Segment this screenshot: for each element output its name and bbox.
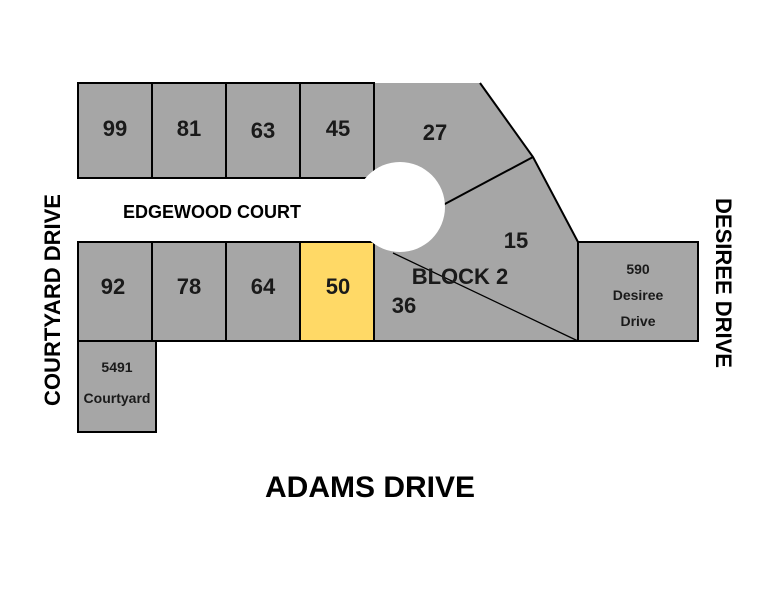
lot-line-15-36 xyxy=(392,252,579,342)
lot-64[interactable]: 64 xyxy=(225,241,301,342)
svg-text:50: 50 xyxy=(326,274,350,299)
street-courtyard-drive: COURTYARD DRIVE xyxy=(40,194,65,406)
svg-text:81: 81 xyxy=(177,116,201,141)
lot-92[interactable]: 92 xyxy=(77,241,153,342)
block-label: BLOCK 2 xyxy=(412,264,509,289)
svg-text:Desiree: Desiree xyxy=(613,287,664,303)
lot-15: 15 xyxy=(504,228,528,253)
street-adams-drive: ADAMS DRIVE xyxy=(265,471,475,504)
lot-99[interactable]: 99 xyxy=(77,82,153,179)
street-edgewood-court: EDGEWOOD COURT xyxy=(123,202,301,222)
lot-27: 27 xyxy=(423,120,447,145)
lot-line-27-15 xyxy=(442,156,534,206)
lot-50-highlighted[interactable]: 50 xyxy=(299,241,375,342)
svg-text:99: 99 xyxy=(103,116,127,141)
svg-text:5491: 5491 xyxy=(101,359,132,375)
svg-text:92: 92 xyxy=(101,274,125,299)
lot-45[interactable]: 45 xyxy=(299,82,375,179)
lot-78[interactable]: 78 xyxy=(151,241,227,342)
cul-de-sac xyxy=(355,162,445,252)
svg-text:Courtyard: Courtyard xyxy=(84,390,151,406)
svg-text:Drive: Drive xyxy=(620,313,655,329)
street-desiree-drive: DESIREE DRIVE xyxy=(711,198,736,368)
lot-63[interactable]: 63 xyxy=(225,82,301,179)
svg-text:45: 45 xyxy=(326,116,350,141)
lot-36: 36 xyxy=(392,293,416,318)
svg-text:78: 78 xyxy=(177,274,201,299)
svg-text:590: 590 xyxy=(626,261,650,277)
lot-81[interactable]: 81 xyxy=(151,82,227,179)
svg-text:63: 63 xyxy=(251,118,275,143)
svg-text:64: 64 xyxy=(251,274,276,299)
lot-5491-courtyard[interactable]: 5491 Courtyard xyxy=(77,340,157,433)
lots-27-15-36[interactable]: 27 15 36 BLOCK 2 xyxy=(373,82,579,342)
lot-590-desiree-drive[interactable]: 590 Desiree Drive xyxy=(577,241,699,342)
